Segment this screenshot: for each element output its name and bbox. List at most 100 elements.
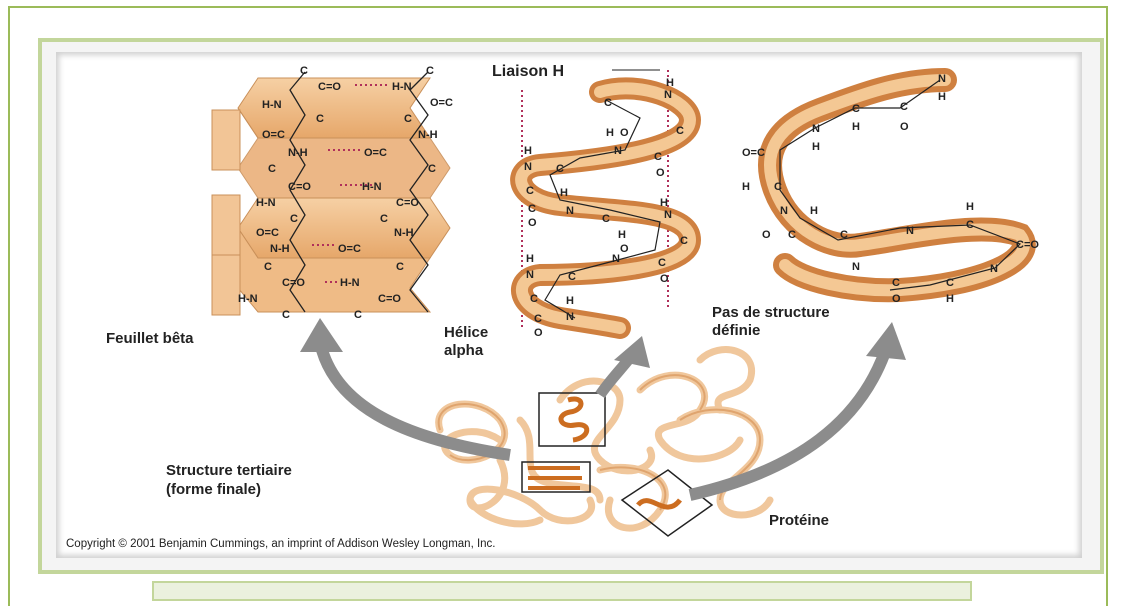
atom-c: C: [300, 65, 308, 77]
atom-o: O: [762, 229, 771, 241]
atom-c: C: [966, 219, 974, 231]
atom-hn: H-N: [238, 293, 258, 305]
atom-c: C: [788, 229, 796, 241]
atom-n: N: [852, 261, 860, 273]
atom-h: H: [524, 145, 532, 157]
atom-nh: N-H: [418, 129, 438, 141]
atom-c: C: [354, 309, 362, 321]
atom-h: H: [560, 187, 568, 199]
atom-c: C: [380, 213, 388, 225]
arrow-head-beta: [300, 318, 343, 352]
helice-label-line2: alpha: [444, 342, 483, 360]
atom-co: C=O: [1016, 239, 1039, 251]
atom-nh: N-H: [394, 227, 414, 239]
atom-co: C=O: [282, 277, 305, 289]
atom-co: C=O: [378, 293, 401, 305]
atom-c: C: [946, 277, 954, 289]
random-coil: [770, 80, 1024, 290]
helice-label-line1: Hélice: [444, 324, 488, 342]
atom-n: N: [526, 269, 534, 281]
atom-n: N: [906, 225, 914, 237]
atom-co: C=O: [396, 197, 419, 209]
atom-o: O: [660, 273, 669, 285]
atom-h: H: [966, 201, 974, 213]
atom-n: N: [812, 123, 820, 135]
atom-oc: O=C: [364, 147, 387, 159]
atom-h: H: [618, 229, 626, 241]
atom-c: C: [604, 97, 612, 109]
structure-tertiaire-label-line2: (forme finale): [166, 481, 261, 499]
atom-o: O: [620, 243, 629, 255]
atom-oc: O=C: [256, 227, 279, 239]
atom-c: C: [528, 203, 536, 215]
atom-o: O: [900, 121, 909, 133]
atom-h: H: [660, 197, 668, 209]
atom-hn: H-N: [340, 277, 360, 289]
atom-oc: O=C: [262, 129, 285, 141]
atom-c: C: [268, 163, 276, 175]
atom-c: C: [290, 213, 298, 225]
atom-c: C: [900, 101, 908, 113]
liaison-h-label: Liaison H: [492, 63, 564, 81]
atom-n: N: [524, 161, 532, 173]
atom-h: H: [946, 293, 954, 305]
atom-oc: O=C: [742, 147, 765, 159]
atom-hn: H-N: [256, 197, 276, 209]
atom-o: O: [620, 127, 629, 139]
atom-c: C: [840, 229, 848, 241]
atom-n: N: [614, 145, 622, 157]
atom-o: O: [528, 217, 537, 229]
atom-h: H: [566, 295, 574, 307]
copyright-text: Copyright © 2001 Benjamin Cummings, an i…: [66, 538, 496, 550]
atom-c: C: [680, 235, 688, 247]
atom-h: H: [810, 205, 818, 217]
caption-box: [152, 581, 972, 601]
atom-c: C: [530, 293, 538, 305]
arrow-head-coil: [866, 322, 906, 360]
atom-c: C: [556, 163, 564, 175]
proteine-label: Protéine: [769, 512, 829, 530]
atom-n: N: [566, 311, 574, 323]
atom-hn: H-N: [262, 99, 282, 111]
atom-n: N: [612, 253, 620, 265]
pas-structure-label-line2: définie: [712, 322, 760, 340]
atom-c: C: [404, 113, 412, 125]
atom-c: C: [602, 213, 610, 225]
atom-c: C: [654, 151, 662, 163]
atom-nh: N-H: [288, 147, 308, 159]
atom-c: C: [534, 313, 542, 325]
atom-h: H: [666, 77, 674, 89]
atom-h: H: [526, 253, 534, 265]
atom-oc: O=C: [430, 97, 453, 109]
atom-o: O: [534, 327, 543, 339]
atom-c: C: [282, 309, 290, 321]
atom-c: C: [428, 163, 436, 175]
beta-sheet: [212, 72, 450, 315]
atom-o: O: [656, 167, 665, 179]
feuillet-beta-label: Feuillet bêta: [106, 330, 194, 348]
atom-co: C=O: [318, 81, 341, 93]
atom-h: H: [742, 181, 750, 193]
atom-h: H: [852, 121, 860, 133]
atom-c: C: [526, 185, 534, 197]
atom-c: C: [426, 65, 434, 77]
atom-c: C: [264, 261, 272, 273]
atom-n: N: [566, 205, 574, 217]
atom-n: N: [780, 205, 788, 217]
atom-n: N: [990, 263, 998, 275]
atom-h: H: [938, 91, 946, 103]
pas-structure-label-line1: Pas de structure: [712, 304, 830, 322]
atom-h: H: [812, 141, 820, 153]
atom-h: H: [606, 127, 614, 139]
atom-hn: H-N: [362, 181, 382, 193]
atom-co: C=O: [288, 181, 311, 193]
atom-hn: H-N: [392, 81, 412, 93]
atom-c: C: [892, 277, 900, 289]
atom-n: N: [664, 89, 672, 101]
atom-c: C: [774, 181, 782, 193]
atom-c: C: [852, 103, 860, 115]
atom-c: C: [396, 261, 404, 273]
atom-n: N: [664, 209, 672, 221]
atom-c: C: [676, 125, 684, 137]
